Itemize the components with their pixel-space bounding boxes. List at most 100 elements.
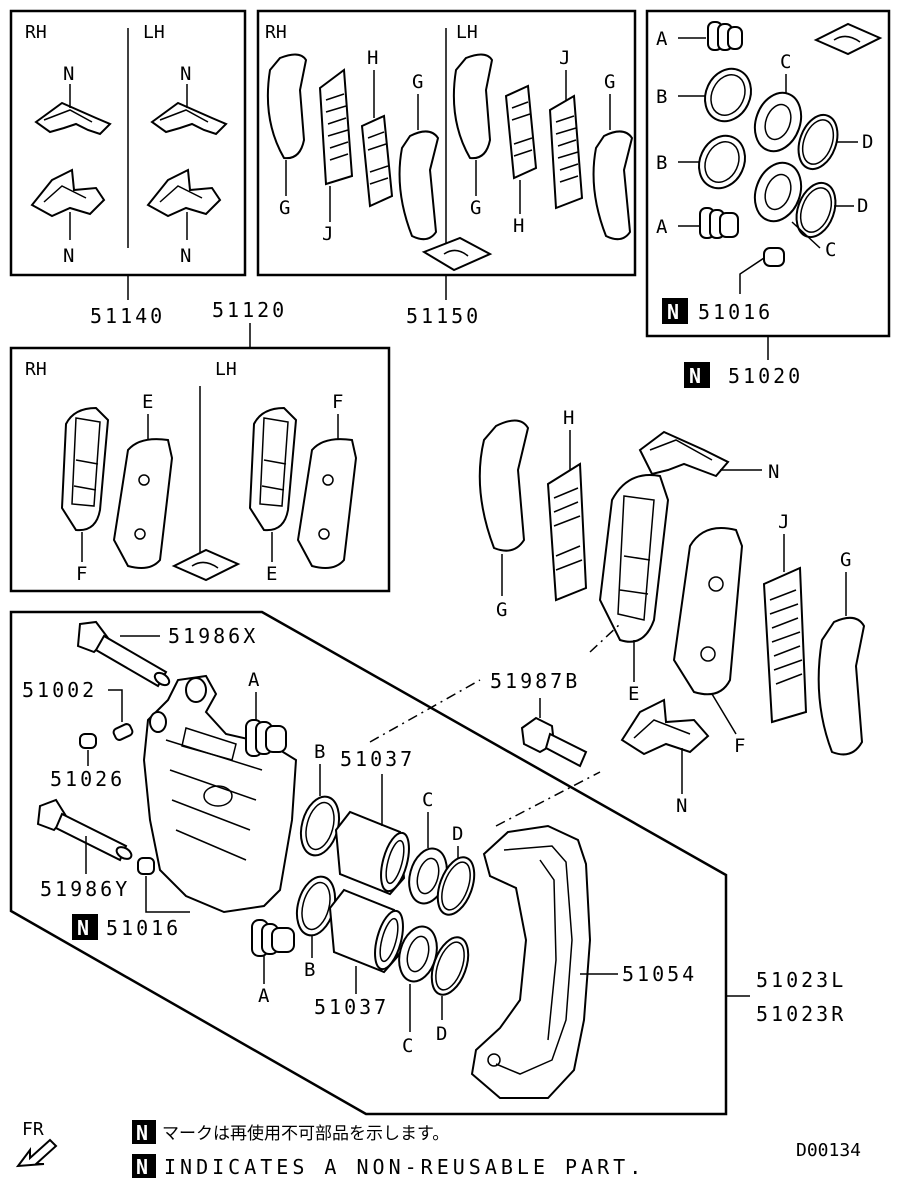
bolt-51987b	[520, 716, 588, 768]
dust-seal-c-top	[753, 91, 803, 153]
letter-c-caliper-top: C	[422, 789, 433, 811]
seal-b-bottom	[698, 134, 746, 190]
ring-d-bottom	[795, 181, 837, 239]
svg-text:N: N	[77, 916, 89, 940]
frame-51120	[9, 346, 391, 593]
letter-c-bottom: C	[825, 239, 836, 261]
svg-text:N: N	[667, 300, 679, 324]
non-reusable-badge-footer-jp: N	[132, 1120, 156, 1145]
part-number-51037-top: 51037	[340, 747, 415, 771]
svg-text:N: N	[136, 1121, 148, 1145]
letter-a-caliper-bottom: A	[258, 985, 270, 1007]
bushing-51016	[137, 857, 155, 875]
letter-d-caliper-top: D	[452, 823, 463, 845]
clip-lh-bottom	[146, 168, 222, 218]
part-number-51023r: 51023R	[756, 1002, 846, 1026]
leader-f-exploded	[711, 693, 737, 735]
letter-f-lh: F	[332, 391, 343, 413]
letter-g-rh-top: G	[412, 71, 423, 93]
letter-n-rh-top: N	[63, 63, 74, 85]
grease-packet-51120	[171, 548, 241, 582]
non-reusable-badge-footer-en: N	[132, 1154, 156, 1179]
letter-h-exploded: H	[563, 407, 574, 429]
letter-j-lh: J	[559, 47, 570, 69]
dust-seal-c-caliper-bottom	[398, 925, 438, 983]
part-number-51016-kit: 51016	[698, 300, 773, 324]
bushing-51016-kit	[763, 247, 785, 267]
grease-packet-51020	[813, 22, 883, 56]
letter-g-lh-top: G	[604, 71, 615, 93]
part-number-51120: 51120	[212, 298, 287, 322]
non-reusable-badge-51020: N	[684, 362, 710, 388]
letter-n-exploded-bottom: N	[676, 795, 687, 817]
seal-b-top	[704, 67, 752, 123]
direction-arrow-icon	[15, 1138, 58, 1168]
seal-b-caliper-bottom	[295, 875, 337, 937]
letter-n-rh-bottom: N	[63, 245, 74, 267]
part-number-51023l: 51023L	[756, 968, 846, 992]
letter-e-rh: E	[142, 391, 153, 413]
dust-seal-c-bottom	[753, 161, 803, 223]
letter-d-bottom: D	[857, 195, 868, 217]
part-number-51026: 51026	[50, 767, 125, 791]
pad-e-exploded	[598, 474, 670, 643]
letter-c-top: C	[780, 51, 791, 73]
letter-d-caliper-bottom: D	[436, 1023, 447, 1045]
piston-51037-top	[334, 810, 410, 896]
letter-c-caliper-bottom: C	[402, 1035, 413, 1057]
letter-b-caliper-bottom: B	[304, 959, 315, 981]
pad-e-rh	[112, 438, 174, 569]
non-reusable-note-jp: マークは再使用不可部品を示します。	[162, 1123, 449, 1144]
dash-line-pads	[589, 623, 621, 653]
piston-51037-bottom	[328, 888, 404, 974]
letter-g-exploded-right: G	[840, 549, 851, 571]
letter-b-bottom: B	[656, 152, 667, 174]
part-number-51016: 51016	[106, 916, 181, 940]
dash-line-51987b	[369, 679, 481, 743]
pad-f-rh	[60, 406, 110, 532]
part-number-51054: 51054	[622, 962, 697, 986]
part-number-51020: 51020	[728, 364, 803, 388]
letter-f-rh: F	[76, 563, 87, 585]
rh-label-51120: RH	[25, 359, 47, 380]
svg-text:N: N	[136, 1155, 148, 1179]
boot-a-bottom	[699, 207, 739, 239]
part-number-51140: 51140	[90, 304, 165, 328]
letter-n-exploded-top: N	[768, 461, 779, 483]
leader-51002	[108, 689, 123, 722]
part-number-51037-bottom: 51037	[314, 995, 389, 1019]
clip-n-exploded-top	[638, 430, 730, 478]
leader-51016	[145, 876, 190, 913]
letter-g-exploded-left: G	[496, 599, 507, 621]
letter-j-exploded: J	[778, 511, 789, 533]
lh-label-51140: LH	[143, 22, 165, 43]
boot-a-caliper-bottom	[251, 919, 295, 957]
boot-a-caliper-top	[245, 719, 287, 757]
clip-rh-bottom	[30, 168, 106, 218]
boot-a-top	[707, 21, 743, 51]
shim-g-lh-2	[592, 130, 634, 241]
seal-b-caliper-top	[299, 795, 341, 857]
letter-a-caliper-top: A	[248, 669, 260, 691]
shim-h-exploded	[546, 462, 588, 602]
shim-j-lh	[548, 94, 584, 210]
leader-c-bottom	[791, 221, 821, 249]
non-reusable-note-en: INDICATES A NON-REUSABLE PART.	[164, 1155, 645, 1179]
shim-j-rh	[318, 68, 354, 186]
svg-text:N: N	[689, 364, 701, 388]
shim-h-rh	[360, 114, 394, 208]
part-number-51986x: 51986X	[168, 624, 258, 648]
shim-g-rh-2	[398, 130, 440, 241]
direction-label: FR	[22, 1119, 44, 1140]
rh-label-51140: RH	[25, 22, 47, 43]
clip-rh-top	[34, 101, 112, 136]
letter-d-top: D	[862, 131, 873, 153]
letter-h-rh: H	[367, 47, 378, 69]
letter-g-rh-bottom: G	[279, 197, 290, 219]
lh-label-51120: LH	[215, 359, 237, 380]
clip-n-exploded-bottom	[620, 698, 710, 756]
letter-b-caliper-top: B	[314, 741, 325, 763]
pad-f-exploded	[672, 527, 744, 696]
part-number-51986y: 51986Y	[40, 877, 130, 901]
